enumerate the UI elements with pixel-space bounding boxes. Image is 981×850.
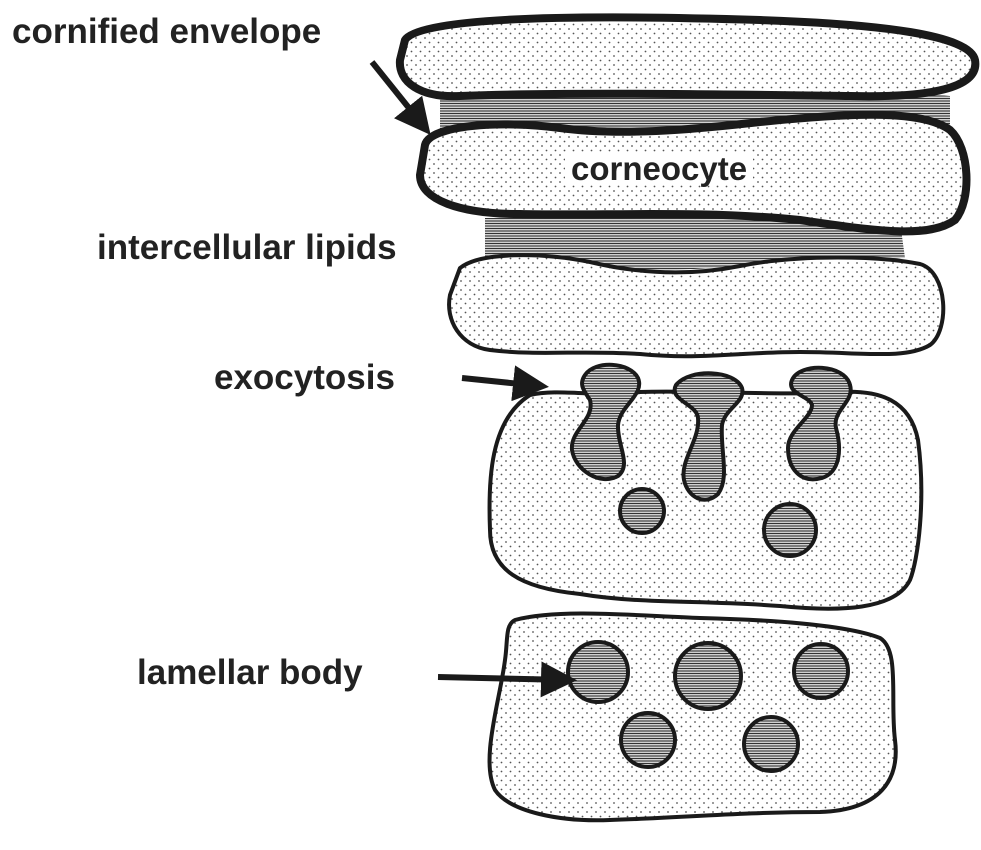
lamellar-body: [675, 643, 741, 709]
arrow-exocytosis: [462, 378, 540, 386]
label-exocytosis: exocytosis: [214, 360, 395, 395]
lamellar-body: [621, 713, 675, 767]
label-corneocyte: corneocyte: [565, 152, 753, 185]
label-cornified-envelope: cornified envelope: [12, 14, 321, 49]
lamellar-body: [568, 642, 628, 702]
label-intercellular-lipids: intercellular lipids: [97, 230, 397, 265]
lamellar-body: [744, 717, 798, 771]
lamellar-body: [620, 489, 664, 533]
lamellar-body: [764, 504, 816, 556]
arrow-lamellar-body: [438, 677, 568, 680]
corneocyte-top: [400, 17, 975, 96]
granular-cell-lower: [490, 614, 896, 821]
label-lamellar-body: lamellar body: [137, 655, 363, 690]
lamellar-body: [794, 644, 848, 698]
corneocyte-lower: [449, 255, 943, 356]
